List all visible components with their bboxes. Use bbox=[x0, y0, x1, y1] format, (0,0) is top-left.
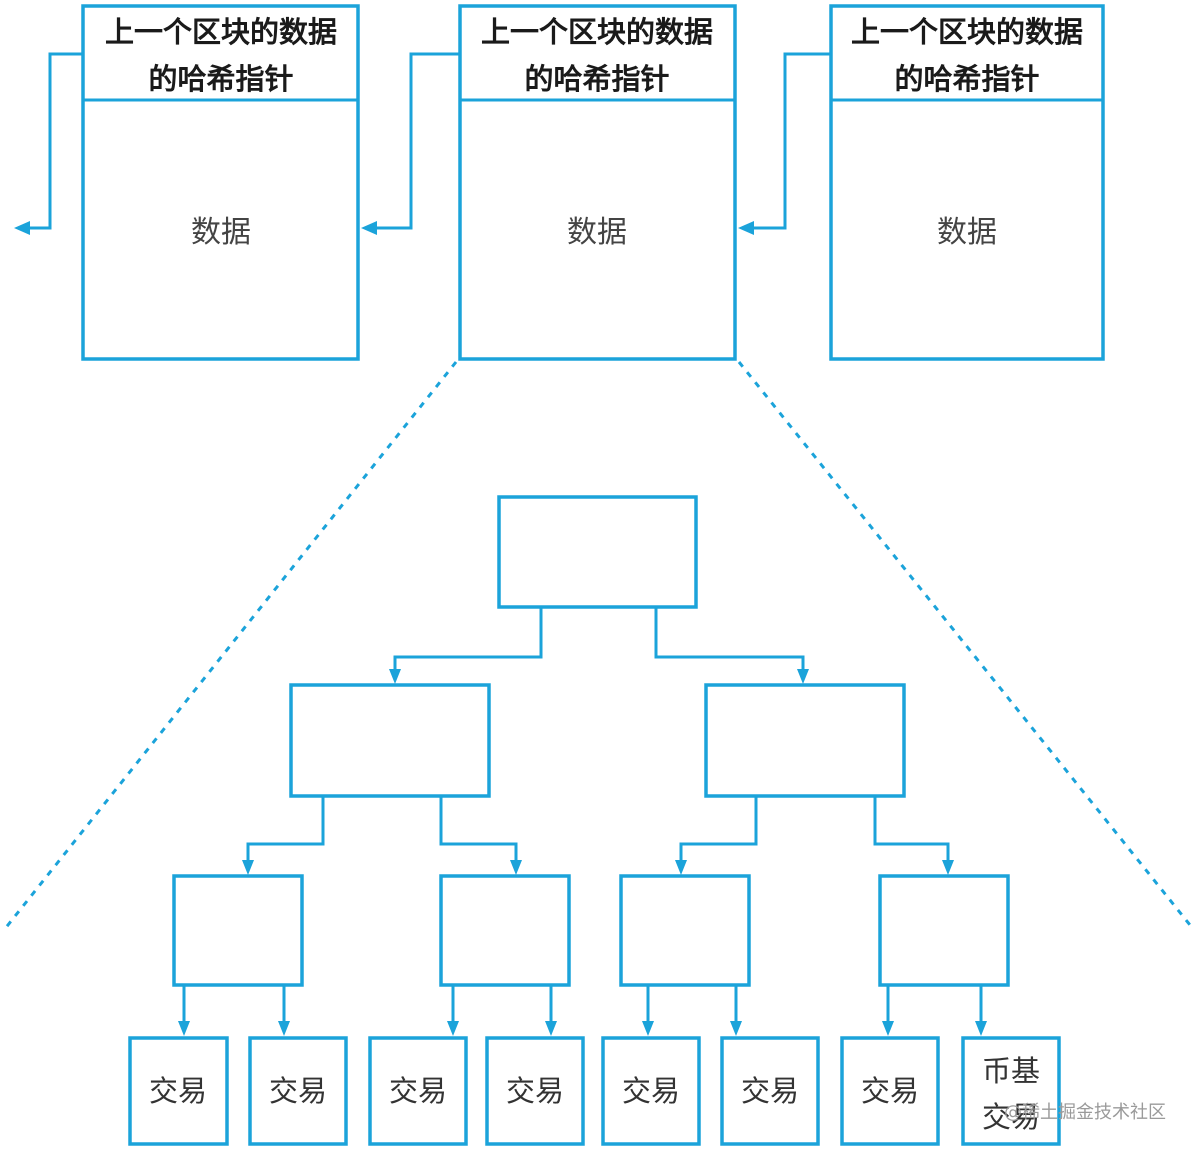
block-right-header-line2: 的哈希指针 bbox=[894, 62, 1039, 96]
coinbase-label-line2: 交易 bbox=[982, 1100, 1040, 1134]
merkle-edge bbox=[679, 796, 758, 863]
arrow-head-icon bbox=[361, 221, 377, 235]
merkle-tree: 交易 交易 交易 交易 交易 交易 交易 币基 交易 bbox=[128, 495, 1061, 1146]
hash-pointer-right-to-middle bbox=[738, 52, 831, 235]
watermark-text: @稀土掘金技术社区 bbox=[1004, 1102, 1166, 1123]
block-middle-header-line1: 上一个区块的数据 bbox=[481, 15, 713, 49]
coinbase-label-line1: 币基 bbox=[982, 1054, 1040, 1088]
transaction-label: 交易 bbox=[269, 1074, 327, 1108]
merkle-edge bbox=[393, 607, 543, 672]
transaction-leaf: 交易 bbox=[485, 1036, 585, 1146]
block-left-header-line1: 上一个区块的数据 bbox=[105, 15, 337, 49]
hash-pointer-left-out bbox=[14, 52, 83, 235]
merkle-node-l2-left bbox=[289, 683, 491, 798]
arrow-head-icon bbox=[882, 1021, 894, 1036]
transaction-leaf: 交易 bbox=[248, 1036, 348, 1146]
arrow-head-icon bbox=[730, 1021, 742, 1036]
arrow-head-icon bbox=[510, 860, 522, 875]
block-right-data-label: 数据 bbox=[937, 215, 997, 250]
merkle-node-l3-4 bbox=[878, 874, 1010, 987]
merkle-edge bbox=[873, 796, 950, 863]
transaction-label: 交易 bbox=[741, 1074, 799, 1108]
transaction-label: 交易 bbox=[622, 1074, 680, 1108]
arrow-head-icon bbox=[738, 221, 754, 235]
merkle-edge bbox=[439, 796, 518, 863]
merkle-node-l3-3 bbox=[619, 874, 751, 987]
arrow-head-icon bbox=[545, 1021, 557, 1036]
coinbase-transaction-leaf: 币基 交易 bbox=[961, 1036, 1061, 1146]
zoom-line-left bbox=[2, 361, 458, 931]
merkle-node-l3-1 bbox=[172, 874, 304, 987]
merkle-root-node bbox=[497, 495, 698, 609]
block-right: 上一个区块的数据 的哈希指针 数据 bbox=[829, 4, 1105, 361]
arrow-head-icon bbox=[447, 1021, 459, 1036]
block-left: 上一个区块的数据 的哈希指针 数据 bbox=[81, 4, 360, 361]
arrow-head-icon bbox=[278, 1021, 290, 1036]
arrow-head-icon bbox=[675, 860, 687, 875]
arrow-head-icon bbox=[975, 1021, 987, 1036]
arrow-head-icon bbox=[642, 1021, 654, 1036]
arrow-head-icon bbox=[178, 1021, 190, 1036]
arrow-head-icon bbox=[797, 669, 809, 684]
hash-pointer-middle-to-left bbox=[361, 52, 460, 235]
block-middle-data-label: 数据 bbox=[567, 215, 627, 250]
block-left-data-label: 数据 bbox=[191, 215, 251, 250]
block-left-header-line2: 的哈希指针 bbox=[148, 62, 293, 96]
transaction-label: 交易 bbox=[389, 1074, 447, 1108]
merkle-node-l3-2 bbox=[439, 874, 571, 987]
arrow-head-icon bbox=[942, 860, 954, 875]
transaction-leaf: 交易 bbox=[601, 1036, 701, 1146]
zoom-line-right bbox=[737, 361, 1196, 931]
block-right-frame bbox=[829, 4, 1105, 361]
merkle-node-l2-right bbox=[704, 683, 906, 798]
block-middle: 上一个区块的数据 的哈希指针 数据 bbox=[458, 4, 737, 361]
arrow-head-icon bbox=[14, 221, 30, 235]
transaction-label: 交易 bbox=[506, 1074, 564, 1108]
transaction-leaf: 交易 bbox=[720, 1036, 820, 1146]
transaction-label: 交易 bbox=[861, 1074, 919, 1108]
block-right-header-line1: 上一个区块的数据 bbox=[851, 15, 1083, 49]
arrow-head-icon bbox=[242, 860, 254, 875]
merkle-edge bbox=[246, 796, 325, 863]
block-middle-frame bbox=[458, 4, 737, 361]
merkle-edge bbox=[654, 607, 805, 672]
transaction-leaf: 交易 bbox=[368, 1036, 468, 1146]
transaction-leaf: 交易 bbox=[128, 1036, 229, 1146]
transaction-label: 交易 bbox=[149, 1074, 207, 1108]
block-middle-header-line2: 的哈希指针 bbox=[524, 62, 669, 96]
arrow-head-icon bbox=[389, 669, 401, 684]
transaction-leaf: 交易 bbox=[840, 1036, 940, 1146]
block-left-frame bbox=[81, 4, 360, 361]
